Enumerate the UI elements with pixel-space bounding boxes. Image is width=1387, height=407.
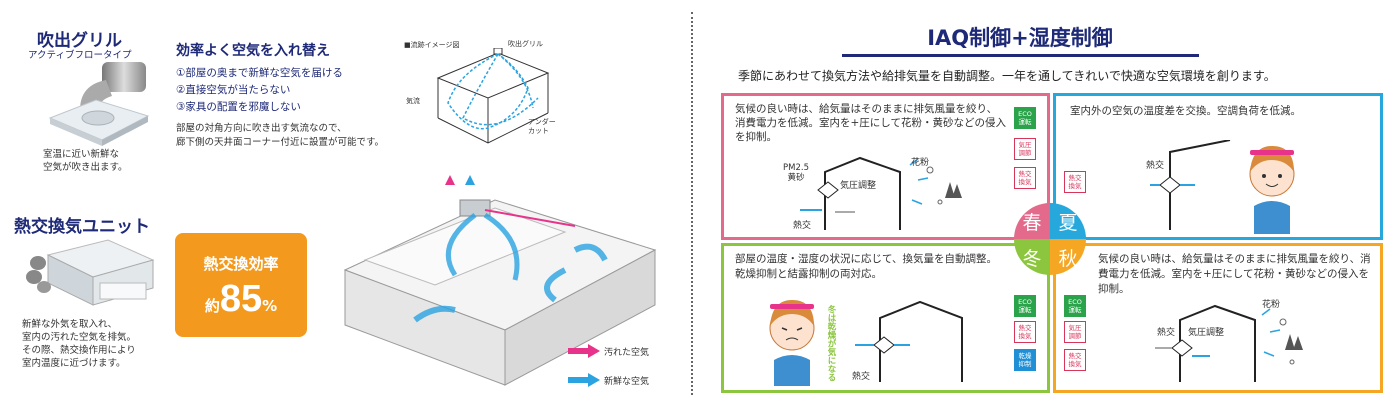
autumn-badge-pressure: 気圧調節 [1064, 321, 1086, 343]
spring-pm-label: PM2.5 黄砂 [783, 163, 809, 183]
efficiency-label: 熱交換効率 [203, 255, 279, 273]
summer-house-diagram [1150, 140, 1231, 230]
legend-fresh-arrow [568, 373, 600, 387]
diagram-label-undercut: アンダー カット [528, 118, 556, 135]
grille-image [48, 62, 150, 146]
iaq-subtitle: 季節にあわせて換気方法や給排気量を自動調整。一年を通してきれいで快適な空気環境を… [738, 69, 1276, 83]
summer-badge-heat: 熱交換気 [1064, 171, 1086, 193]
autumn-badge-heat: 熱交換気 [1064, 349, 1086, 371]
iaq-title-underline [842, 54, 1199, 57]
legend-dirty-arrow [568, 344, 600, 358]
grille-title: 吹出グリル [37, 31, 122, 51]
efficiency-value: 85 [219, 278, 263, 320]
winter-house-diagram [855, 300, 963, 382]
spring-heat-label: 熱交 [793, 221, 812, 231]
season-summer: 夏 [1050, 203, 1086, 239]
spring-house-diagram [800, 156, 962, 230]
unit-caption: 新鮮な外気を取入れ、 室内の汚れた空気を排気。 その際、熱交換作用により 室内温… [22, 319, 137, 369]
spring-text: 気候の良い時は、給気量はそのままに排気風量を絞り、消費電力を低減。室内を+圧にし… [735, 103, 1006, 143]
iaq-title: IAQ制御+湿度制御 [927, 26, 1113, 50]
season-spring: 春 [1014, 203, 1050, 239]
autumn-panel [1053, 243, 1383, 393]
house-illustration [343, 175, 657, 386]
winter-text: 部屋の温度・湿度の状況に応じて、換気量を自動調整。乾燥抑制と結露抑制の両対応。 [735, 253, 997, 280]
winter-dry-note: 冬は乾燥が気になる [826, 305, 836, 382]
spring-pollen-label: 花粉 [911, 158, 930, 168]
grille-caption: 室温に近い新鮮な 空気が吹き出ます。 [43, 149, 128, 173]
airflow-point: ①部屋の奥まで新鮮な空気を届ける [176, 67, 343, 79]
airflow-point: ②直接空気が当たらない [176, 84, 291, 96]
summer-text: 室内外の空気の温度差を交換。空調負荷を低減。 [1070, 105, 1301, 117]
airflow-desc: 部屋の対角方向に吹き出す気流なので、 廊下側の天井面コーナー付近に設置が可能です… [176, 123, 385, 148]
summer-heat-label: 熱交 [1146, 161, 1165, 171]
diagram-label-flow: 気流 [406, 97, 420, 105]
efficiency-badge: 熱交換効率 約85% [175, 233, 307, 337]
autumn-text: 気候の良い時は、給気量はそのままに排気風量を絞り、消費電力を低減。室内を+圧にし… [1098, 253, 1371, 295]
diagram-label-grille: 吹出グリル [508, 40, 543, 48]
spring-pressure-label: 気圧調整 [840, 181, 877, 191]
unit-image [26, 239, 155, 306]
efficiency-value-row: 約85% [204, 278, 278, 320]
airflow-diagram [436, 48, 550, 144]
spring-badge-pressure: 気圧調節 [1014, 138, 1036, 160]
autumn-heat-label: 熱交 [1157, 328, 1176, 338]
autumn-house-diagram [1155, 304, 1303, 382]
spring-badge-heat: 熱交換気 [1014, 167, 1036, 189]
airflow-points: ①部屋の奥まで新鮮な空気を届ける ②直接空気が当たらない ③家具の配置を邪魔しな… [176, 65, 343, 116]
legend-fresh: 新鮮な空気 [604, 377, 650, 387]
grille-subtitle: アクティブフロータイプ [28, 50, 132, 61]
winter-badge-dry: 乾燥抑制 [1014, 349, 1036, 371]
legend-dirty: 汚れた空気 [604, 348, 650, 358]
autumn-pressure-label: 気圧調整 [1188, 328, 1225, 338]
airflow-heading: 効率よく空気を入れ替え [176, 43, 330, 59]
winter-heat-label: 熱交 [852, 372, 871, 382]
winter-person [769, 300, 815, 386]
autumn-pollen-label: 花粉 [1262, 300, 1281, 310]
unit-title: 熱交換気ユニット [14, 217, 150, 237]
section-divider [691, 12, 693, 395]
summer-panel [1053, 93, 1383, 240]
airflow-point: ③家具の配置を邪魔しない [176, 101, 301, 113]
summer-person [1249, 146, 1295, 234]
diagram-title: ■流跡イメージ図 [404, 41, 460, 49]
winter-badge-heat: 熱交換気 [1014, 321, 1036, 343]
